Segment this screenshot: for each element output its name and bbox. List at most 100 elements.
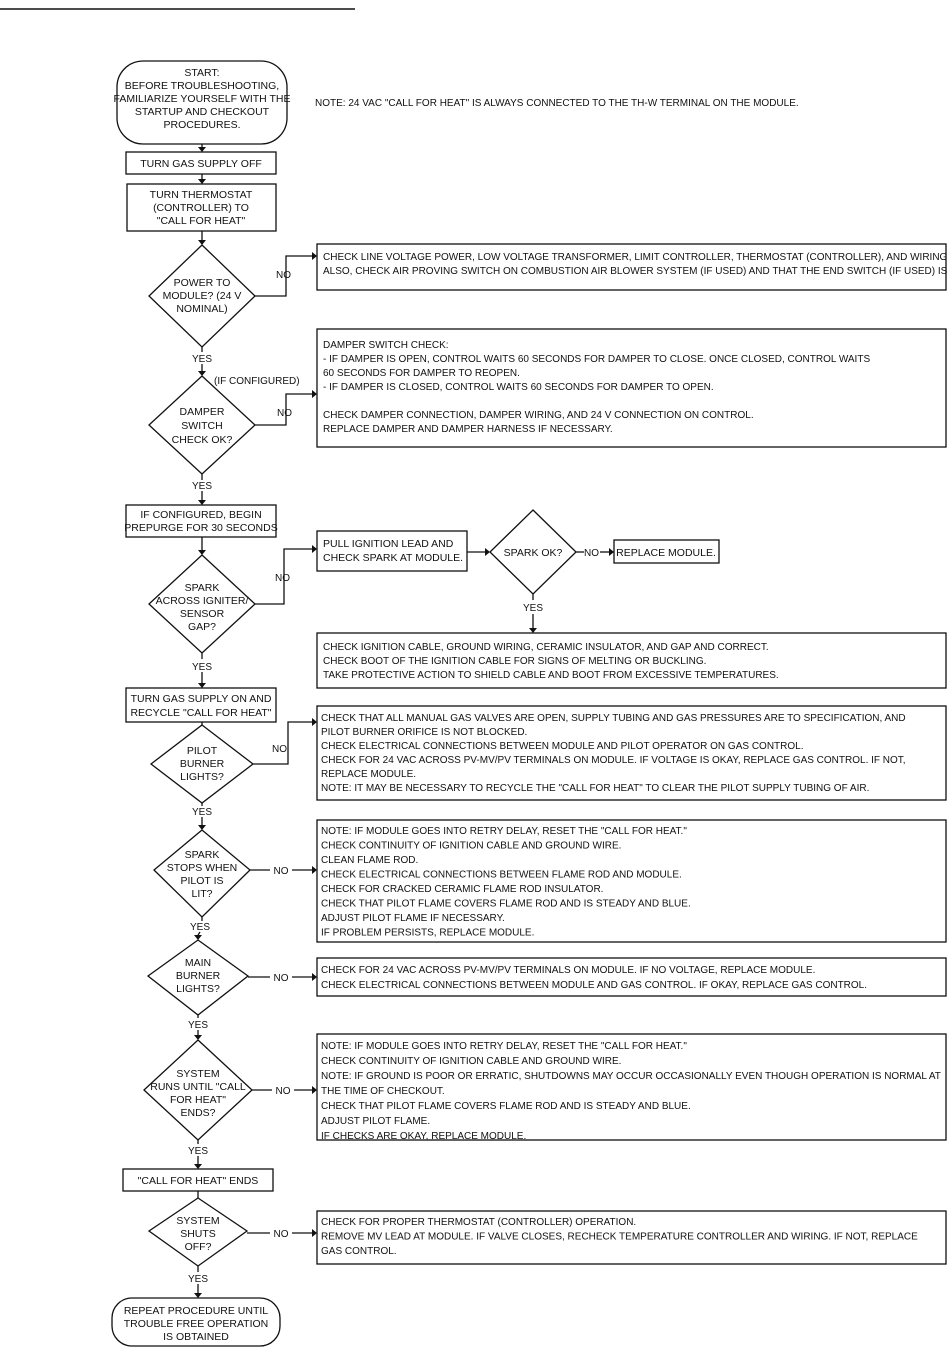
pilot-no-text-line: REPLACE MODULE. — [321, 769, 416, 780]
turn-thermostat-text-line: (CONTROLLER) TO — [153, 202, 249, 214]
spark-ok-yes-text: CHECK IGNITION CABLE, GROUND WIRING, CER… — [323, 642, 779, 681]
power-no-text: CHECK LINE VOLTAGE POWER, LOW VOLTAGE TR… — [323, 252, 948, 277]
yes-label-power: YES — [192, 354, 212, 365]
spark-ok-yes-text-line: TAKE PROTECTIVE ACTION TO SHIELD CABLE A… — [323, 670, 779, 681]
runs-question-text-line: FOR HEAT" — [170, 1094, 226, 1106]
main-no-text-line: CHECK FOR 24 VAC ACROSS PV-MV/PV TERMINA… — [321, 965, 815, 976]
replace-module-text-line: REPLACE MODULE. — [616, 547, 716, 559]
no-label-runs: NO — [276, 1086, 291, 1097]
pull-lead-text-line: PULL IGNITION LEAD AND — [323, 538, 454, 550]
shuts-no-text-line: GAS CONTROL. — [321, 1246, 397, 1257]
spark-question-text-line: SENSOR — [180, 608, 225, 620]
damper-question-text-line: SWITCH — [181, 420, 222, 432]
pilot-no-box — [316, 705, 947, 801]
start-text-line: PROCEDURES. — [163, 119, 240, 131]
shuts-question-text-line: OFF? — [185, 1241, 212, 1253]
shuts-no-text-line: CHECK FOR PROPER THERMOSTAT (CONTROLLER)… — [321, 1217, 636, 1228]
start-text-line: FAMILIARIZE YOURSELF WITH THE — [114, 93, 291, 105]
no-label-pilot: NO — [272, 744, 287, 755]
no-label-spark-ok: NO — [584, 548, 599, 559]
damper-no-text-line: DAMPER SWITCH CHECK: — [323, 340, 449, 351]
runs-no-box — [316, 1033, 947, 1141]
spark-stops-question-text-line: LIT? — [191, 888, 212, 900]
main-question-text-line: BURNER — [176, 970, 221, 982]
pilot-no-text-line: NOTE: IT MAY BE NECESSARY TO RECYCLE THE… — [321, 783, 869, 794]
power-no-text-line: ALSO, CHECK AIR PROVING SWITCH ON COMBUS… — [323, 266, 948, 277]
pull-ignition-lead-box — [316, 530, 468, 572]
yes-label-damper: YES — [192, 481, 212, 492]
spark-question-text-line: GAP? — [188, 621, 216, 633]
damper-no-text-line: - IF DAMPER IS OPEN, CONTROL WAITS 60 SE… — [323, 354, 870, 365]
damper-no-box — [316, 328, 947, 448]
spark-ok-text-line: SPARK OK? — [504, 547, 563, 559]
note-text-line: NOTE: 24 VAC "CALL FOR HEAT" IS ALWAYS C… — [315, 98, 799, 109]
runs-no-text-line: NOTE: IF GROUND IS POOR OR ERRATIC, SHUT… — [321, 1071, 941, 1082]
damper-no-text-line: 60 SECONDS FOR DAMPER TO REOPEN. — [323, 368, 520, 379]
spark-question-text-line: SPARK — [185, 582, 220, 594]
yes-label-spark-ok: YES — [523, 603, 543, 614]
call-ends-text: "CALL FOR HEAT" ENDS — [138, 1175, 259, 1187]
damper-no-text-line: - IF DAMPER IS CLOSED, CONTROL WAITS 60 … — [323, 382, 714, 393]
yes-label-main: YES — [188, 1020, 208, 1031]
no-label-power: NO — [276, 270, 291, 281]
pilot-no-text-line: CHECK ELECTRICAL CONNECTIONS BETWEEN MOD… — [321, 741, 804, 752]
spark-stops-no-text-line: CLEAN FLAME ROD. — [321, 855, 418, 866]
spark-stops-question-text-line: STOPS WHEN — [167, 862, 237, 874]
spark-question-text-line: ACROSS IGNITER/ — [156, 595, 249, 607]
pull-lead-text: PULL IGNITION LEAD AND CHECK SPARK AT MOD… — [323, 538, 463, 564]
yes-label-shuts: YES — [188, 1274, 208, 1285]
connectors — [194, 144, 614, 1298]
repeat-text-line: IS OBTAINED — [163, 1331, 229, 1343]
spark-stops-no-text-line: IF PROBLEM PERSISTS, REPLACE MODULE. — [321, 928, 534, 939]
replace-module-text: REPLACE MODULE. — [616, 547, 716, 559]
shuts-no-text-line: REMOVE MV LEAD AT MODULE. IF VALVE CLOSE… — [321, 1232, 918, 1243]
start-text-line: START: — [184, 67, 219, 79]
runs-no-text-line: THE TIME OF CHECKOUT. — [321, 1086, 445, 1097]
power-question-text-line: POWER TO — [174, 277, 231, 289]
turn-gas-off-text: TURN GAS SUPPLY OFF — [140, 158, 262, 170]
runs-question-text-line: RUNS UNTIL "CALL — [150, 1081, 246, 1093]
repeat-text-line: REPEAT PROCEDURE UNTIL — [124, 1305, 268, 1317]
spark-ok-yes-text-line: CHECK BOOT OF THE IGNITION CABLE FOR SIG… — [323, 656, 706, 667]
start-text: START:BEFORE TROUBLESHOOTING,FAMILIARIZE… — [114, 67, 291, 131]
pilot-question-text-line: BURNER — [180, 758, 225, 770]
damper-question-text-line: DAMPER — [180, 406, 225, 418]
pilot-no-text: CHECK THAT ALL MANUAL GAS VALVES ARE OPE… — [321, 713, 906, 794]
call-ends-text-line: "CALL FOR HEAT" ENDS — [138, 1175, 259, 1187]
runs-question-text-line: SYSTEM — [176, 1068, 219, 1080]
damper-no-text-line: CHECK DAMPER CONNECTION, DAMPER WIRING, … — [323, 410, 754, 421]
pull-lead-text-line: CHECK SPARK AT MODULE. — [323, 552, 463, 564]
damper-question-text: DAMPER SWITCH CHECK OK? — [172, 406, 233, 446]
runs-no-text-line: CHECK THAT PILOT FLAME COVERS FLAME ROD … — [321, 1101, 691, 1112]
turn-thermostat-text-line: TURN THERMOSTAT — [150, 189, 253, 201]
turn-thermostat-text: TURN THERMOSTAT(CONTROLLER) TO"CALL FOR … — [150, 189, 253, 227]
spark-stops-no-box — [316, 819, 947, 943]
damper-question-text-line: CHECK OK? — [172, 434, 233, 446]
power-question-text-line: NOMINAL) — [176, 303, 227, 315]
spark-stops-no-text-line: NOTE: IF MODULE GOES INTO RETRY DELAY, R… — [321, 826, 687, 837]
start-text-line: STARTUP AND CHECKOUT — [135, 106, 270, 118]
spark-stops-no-text-line: CHECK FOR CRACKED CERAMIC FLAME ROD INSU… — [321, 884, 603, 895]
spark-ok-text: SPARK OK? — [504, 547, 563, 559]
prepurge-box — [125, 504, 277, 538]
pilot-no-text-line: CHECK FOR 24 VAC ACROSS PV-MV/PV TERMINA… — [321, 755, 906, 766]
runs-no-text: NOTE: IF MODULE GOES INTO RETRY DELAY, R… — [321, 1041, 941, 1142]
power-no-text-line: CHECK LINE VOLTAGE POWER, LOW VOLTAGE TR… — [323, 252, 948, 263]
shuts-no-box — [316, 1210, 947, 1265]
power-no-box — [316, 243, 947, 291]
runs-no-text-line: NOTE: IF MODULE GOES INTO RETRY DELAY, R… — [321, 1041, 687, 1052]
runs-no-text-line: CHECK CONTINUITY OF IGNITION CABLE AND G… — [321, 1056, 621, 1067]
turn-gas-on-text-line: RECYCLE "CALL FOR HEAT" — [130, 707, 271, 719]
note-text: NOTE: 24 VAC "CALL FOR HEAT" IS ALWAYS C… — [315, 98, 799, 109]
prepurge-text-line: PREPURGE FOR 30 SECONDS — [124, 522, 277, 534]
turn-gas-on-box — [125, 687, 277, 723]
main-no-box — [316, 957, 947, 997]
spark-stops-no-text-line: CHECK ELECTRICAL CONNECTIONS BETWEEN FLA… — [321, 870, 682, 881]
